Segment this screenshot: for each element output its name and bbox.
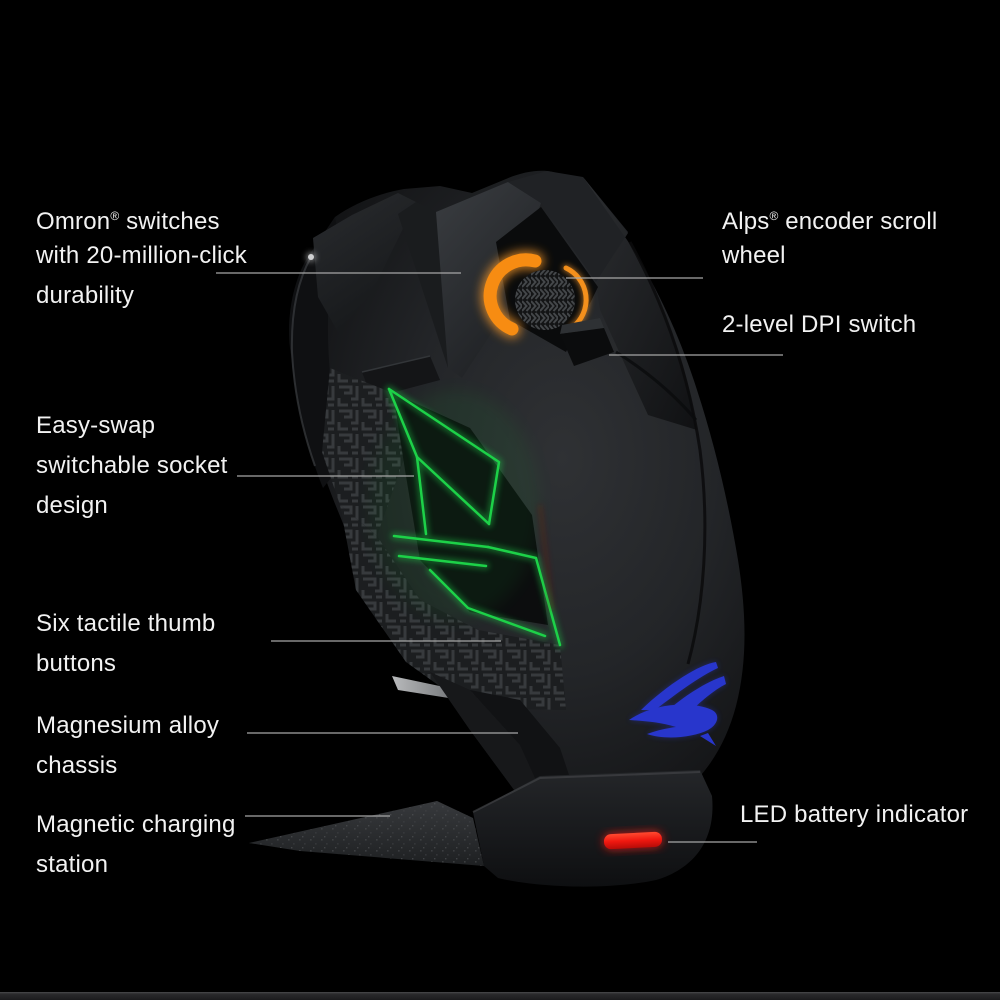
registered-mark: ® [110,209,120,223]
rear-lower-facets [430,672,578,802]
dock-base [473,770,713,887]
callout-line: durability [36,282,135,309]
callout-line: station [36,851,109,878]
callout-line: Alps® encoder scroll [722,208,938,235]
thumb-green-ambient [370,390,540,620]
leader-lines [216,272,783,843]
thumb-area [322,368,566,710]
charging-dock [249,770,713,887]
wheel-tread-pattern [515,270,575,330]
dpi-switch-notch [560,328,614,366]
dock-arm-texture [249,801,484,866]
rear-facet-1 [430,672,545,800]
wheel-spine [508,171,628,282]
rog-logo [629,662,726,746]
button-seam [362,356,440,398]
right-click-plate [583,177,697,430]
registered-mark: ® [769,209,779,223]
wheel-orange-arc [483,253,542,336]
callout-easy-swap-socket: Easy-swap switchable socket design [36,406,228,526]
rear-facet-2 [470,690,578,802]
callout-omron-switches: Omron® switches with 20-million-click du… [36,196,247,316]
callout-line: 2-level DPI switch [722,311,917,338]
callout-dpi-switch: 2-level DPI switch [722,305,916,345]
thumb-red-accent [538,504,554,611]
thumb-buttons-glow [385,385,564,649]
callout-alps-scroll-wheel: Alps® encoder scroll wheel [722,196,937,276]
dpi-switch [560,318,614,366]
mouse-front-rim-highlight [290,256,316,467]
bottom-edge-strip [0,992,1000,1000]
callout-line: Omron® switches [36,208,220,235]
callout-magnetic-charging-station: Magnetic charging station [36,805,236,885]
rog-logo-eye [629,704,718,738]
callout-line: Easy-swap [36,412,156,439]
specular-highlight [306,252,316,262]
callout-line: with 20-million-click [36,242,247,269]
callout-line: Magnesium alloy [36,712,220,739]
button-seam-edge [361,355,431,373]
dpi-switch-lip [560,318,604,334]
callout-line: Magnetic charging [36,811,236,838]
callout-line: LED battery indicator [740,801,969,828]
callout-line: wheel [722,242,786,269]
rog-logo-tail [700,733,716,746]
battery-led [603,831,662,850]
callout-line: design [36,492,108,519]
callout-magnesium-chassis: Magnesium alloy chassis [36,706,219,786]
callout-thumb-buttons: Six tactile thumb buttons [36,604,215,684]
callout-line: switchable socket [36,452,228,479]
rog-logo-blade-1 [641,662,718,710]
callout-led-battery-indicator: LED battery indicator [740,795,968,835]
callout-line: chassis [36,752,118,779]
left-step-plate [313,193,416,332]
callout-line: buttons [36,650,117,677]
dock-base-lip [472,771,701,813]
callout-line: Six tactile thumb [36,610,216,637]
wheel-orange-sliver-glow [562,264,590,331]
rog-logo-blade-2 [666,676,726,714]
scroll-wheel [481,250,590,338]
palm-groove [615,350,698,421]
right-seam-line [628,241,707,665]
thumb-grip-lower-maze [340,505,566,710]
battery-led-strip [603,831,662,850]
